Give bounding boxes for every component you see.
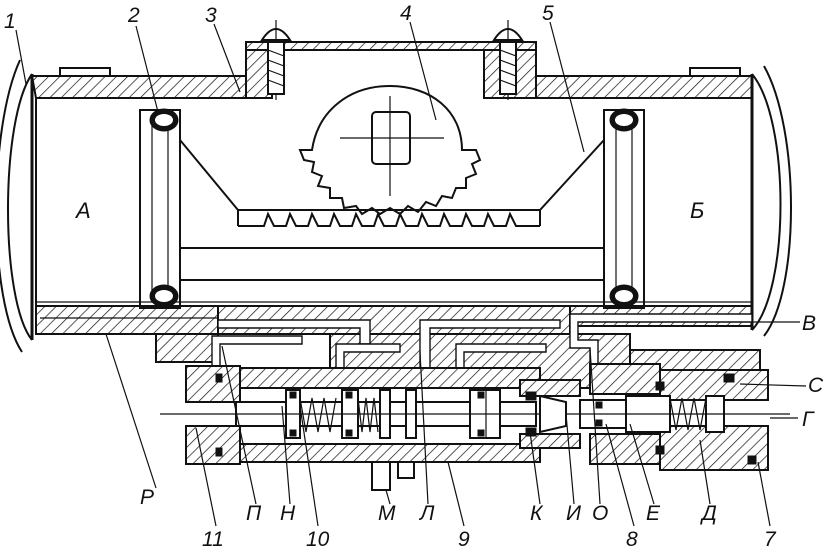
part-label-9: 9 (458, 528, 470, 551)
port-label-s: С (808, 374, 824, 397)
screw-right-icon (492, 20, 524, 100)
spool-valve (160, 365, 580, 491)
screw-left-icon (260, 20, 292, 100)
port-label-l: Л (418, 502, 435, 525)
port-label-o: О (592, 502, 608, 525)
top-cover (245, 20, 537, 100)
part-label-2: 2 (127, 4, 140, 27)
gear-sector-icon (298, 84, 482, 216)
part-label-10: 10 (306, 528, 330, 551)
right-valve-body (580, 363, 790, 471)
port-label-r: Р (140, 486, 154, 509)
port-label-m: М (378, 502, 396, 525)
part-label-5: 5 (542, 2, 554, 25)
check-valve (519, 379, 631, 449)
chamber-label-a: А (74, 198, 91, 223)
leader-lines (15, 21, 807, 527)
part-label-1: 1 (4, 10, 16, 33)
part-label-4: 4 (400, 2, 412, 25)
chamber-label-b: Б (690, 198, 704, 223)
piston-right (603, 108, 645, 309)
part-label-7: 7 (764, 528, 777, 551)
port-label-g: Г (802, 408, 815, 431)
port-label-p: П (246, 502, 262, 525)
port-label-k: К (530, 502, 544, 525)
rack (179, 139, 605, 281)
part-label-8: 8 (626, 528, 638, 551)
port-label-n: Н (280, 502, 296, 525)
port-label-i: И (566, 502, 582, 525)
piston-left (139, 108, 181, 309)
part-label-11: 11 (202, 528, 224, 551)
port-label-v: В (802, 312, 816, 335)
port-label-d: Д (700, 502, 717, 525)
part-label-3: 3 (205, 4, 217, 27)
labels: 1 2 3 4 5 А Б В С Г Р П Н М Л К И О Е Д … (4, 2, 824, 551)
port-label-e: Е (646, 502, 661, 525)
